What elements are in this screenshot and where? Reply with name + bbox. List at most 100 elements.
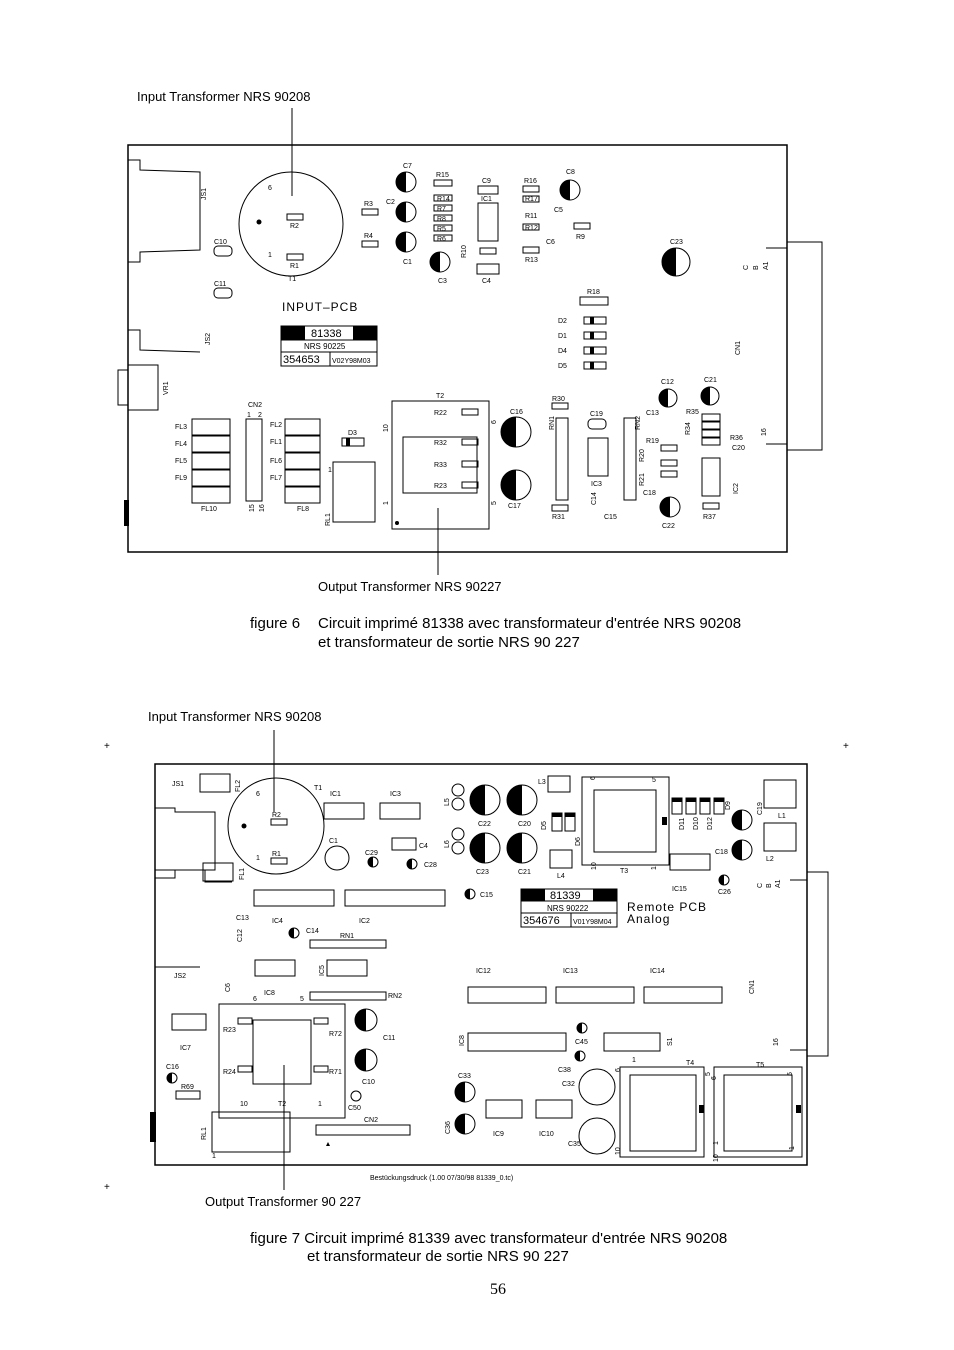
svg-text:C23: C23 <box>670 239 683 246</box>
svg-text:10: 10 <box>591 862 598 870</box>
svg-text:FL4: FL4 <box>175 441 187 448</box>
svg-text:R12: R12 <box>525 225 538 232</box>
svg-text:5: 5 <box>652 777 656 784</box>
svg-text:IC12: IC12 <box>476 968 491 975</box>
svg-text:T1: T1 <box>314 785 322 792</box>
svg-text:T1: T1 <box>288 276 296 283</box>
svg-text:FL6: FL6 <box>270 458 282 465</box>
svg-text:10: 10 <box>713 1154 720 1162</box>
svg-text:IC14: IC14 <box>650 968 665 975</box>
svg-text:C10: C10 <box>214 239 227 246</box>
svg-text:FL10: FL10 <box>201 506 217 513</box>
svg-text:C17: C17 <box>508 503 521 510</box>
svg-text:R17: R17 <box>525 196 538 203</box>
svg-text:C22: C22 <box>662 523 675 530</box>
svg-text:16: 16 <box>761 428 768 436</box>
svg-text:JS1: JS1 <box>172 781 184 788</box>
svg-text:IC1: IC1 <box>330 791 341 798</box>
svg-text:IC9: IC9 <box>493 1131 504 1138</box>
svg-text:16: 16 <box>259 504 266 512</box>
fig7-pcb-diagram: + + + JS1 FL2 FL1 6 1 T1 R2 R1 IC1 IC3 C… <box>104 730 849 1193</box>
svg-text:5: 5 <box>705 1072 712 1076</box>
svg-text:RN1: RN1 <box>549 416 556 430</box>
svg-text:FL3: FL3 <box>175 424 187 431</box>
svg-text:6: 6 <box>491 420 498 424</box>
svg-text:R34: R34 <box>685 422 692 435</box>
svg-text:R20: R20 <box>639 449 646 462</box>
svg-text:354653: 354653 <box>283 354 320 366</box>
svg-text:C3: C3 <box>438 278 447 285</box>
svg-text:C14: C14 <box>306 928 319 935</box>
svg-text:C: C <box>757 883 764 888</box>
svg-text:R30: R30 <box>552 396 565 403</box>
svg-text:R69: R69 <box>181 1084 194 1091</box>
svg-text:B: B <box>766 883 773 888</box>
svg-text:C13: C13 <box>646 410 659 417</box>
svg-text:RN1: RN1 <box>340 933 354 940</box>
svg-text:R21: R21 <box>639 473 646 486</box>
svg-text:2: 2 <box>258 412 262 419</box>
svg-text:5: 5 <box>491 501 498 505</box>
fig6-caption-line1: Circuit imprimé 81338 avec transformateu… <box>318 615 742 632</box>
svg-text:R32: R32 <box>434 440 447 447</box>
svg-text:R2: R2 <box>290 223 299 230</box>
svg-text:T4: T4 <box>686 1060 694 1067</box>
svg-text:C8: C8 <box>566 169 575 176</box>
svg-text:T5: T5 <box>756 1062 764 1069</box>
svg-text:T3: T3 <box>620 868 628 875</box>
svg-text:R35: R35 <box>686 409 699 416</box>
svg-text:R33: R33 <box>434 462 447 469</box>
svg-text:IC13: IC13 <box>563 968 578 975</box>
svg-text:L5: L5 <box>444 798 451 806</box>
svg-text:6: 6 <box>590 776 597 780</box>
svg-text:+: + <box>104 741 110 752</box>
svg-text:C19: C19 <box>590 411 603 418</box>
svg-text:D5: D5 <box>558 363 567 370</box>
svg-text:VR1: VR1 <box>163 381 170 395</box>
svg-text:R8: R8 <box>437 216 446 223</box>
svg-text:INPUT–PCB: INPUT–PCB <box>282 300 358 314</box>
fig7-input-label: Input Transformer NRS 90208 <box>148 709 322 724</box>
svg-text:16: 16 <box>773 1038 780 1046</box>
svg-text:JS2: JS2 <box>174 973 186 980</box>
svg-text:Bestückungsdruck (1.00 07/30/9: Bestückungsdruck (1.00 07/30/98 81339_0.… <box>370 1175 513 1182</box>
svg-text:C11: C11 <box>383 1035 395 1042</box>
svg-text:RL1: RL1 <box>201 1127 208 1140</box>
svg-text:R71: R71 <box>329 1069 342 1076</box>
svg-text:FL5: FL5 <box>175 458 187 465</box>
svg-text:L4: L4 <box>557 873 565 880</box>
svg-text:IC7: IC7 <box>180 1045 191 1052</box>
svg-text:C38: C38 <box>558 1067 571 1074</box>
svg-text:R3: R3 <box>364 201 373 208</box>
svg-text:C7: C7 <box>403 163 412 170</box>
svg-text:T2: T2 <box>436 393 444 400</box>
svg-text:15: 15 <box>249 504 256 512</box>
svg-text:R1: R1 <box>272 851 281 858</box>
svg-text:D3: D3 <box>348 430 357 437</box>
svg-text:C10: C10 <box>362 1079 375 1086</box>
svg-text:1: 1 <box>632 1057 636 1064</box>
svg-text:R37: R37 <box>703 514 716 521</box>
svg-text:R18: R18 <box>587 289 600 296</box>
fig6-caption-number: figure 6 <box>250 615 301 632</box>
svg-text:L2: L2 <box>766 856 774 863</box>
svg-text:A1: A1 <box>775 879 782 888</box>
svg-text:R23: R23 <box>434 483 447 490</box>
svg-text:C33: C33 <box>458 1073 471 1080</box>
svg-text:R22: R22 <box>434 410 447 417</box>
svg-text:R14: R14 <box>437 196 450 203</box>
svg-text:1: 1 <box>651 866 658 870</box>
svg-text:IC8: IC8 <box>459 1035 466 1046</box>
svg-text:6: 6 <box>256 791 260 798</box>
svg-text:RN2: RN2 <box>388 993 402 1000</box>
svg-text:R24: R24 <box>223 1069 236 1076</box>
svg-text:C15: C15 <box>480 892 493 899</box>
svg-text:IC2: IC2 <box>733 483 740 494</box>
svg-text:C16: C16 <box>510 409 523 416</box>
svg-text:R13: R13 <box>525 257 538 264</box>
svg-text:IC3: IC3 <box>390 791 401 798</box>
svg-text:R7: R7 <box>437 206 446 213</box>
svg-text:RN2: RN2 <box>635 416 642 430</box>
svg-text:IC5: IC5 <box>319 965 326 976</box>
svg-text:D10: D10 <box>693 817 700 830</box>
